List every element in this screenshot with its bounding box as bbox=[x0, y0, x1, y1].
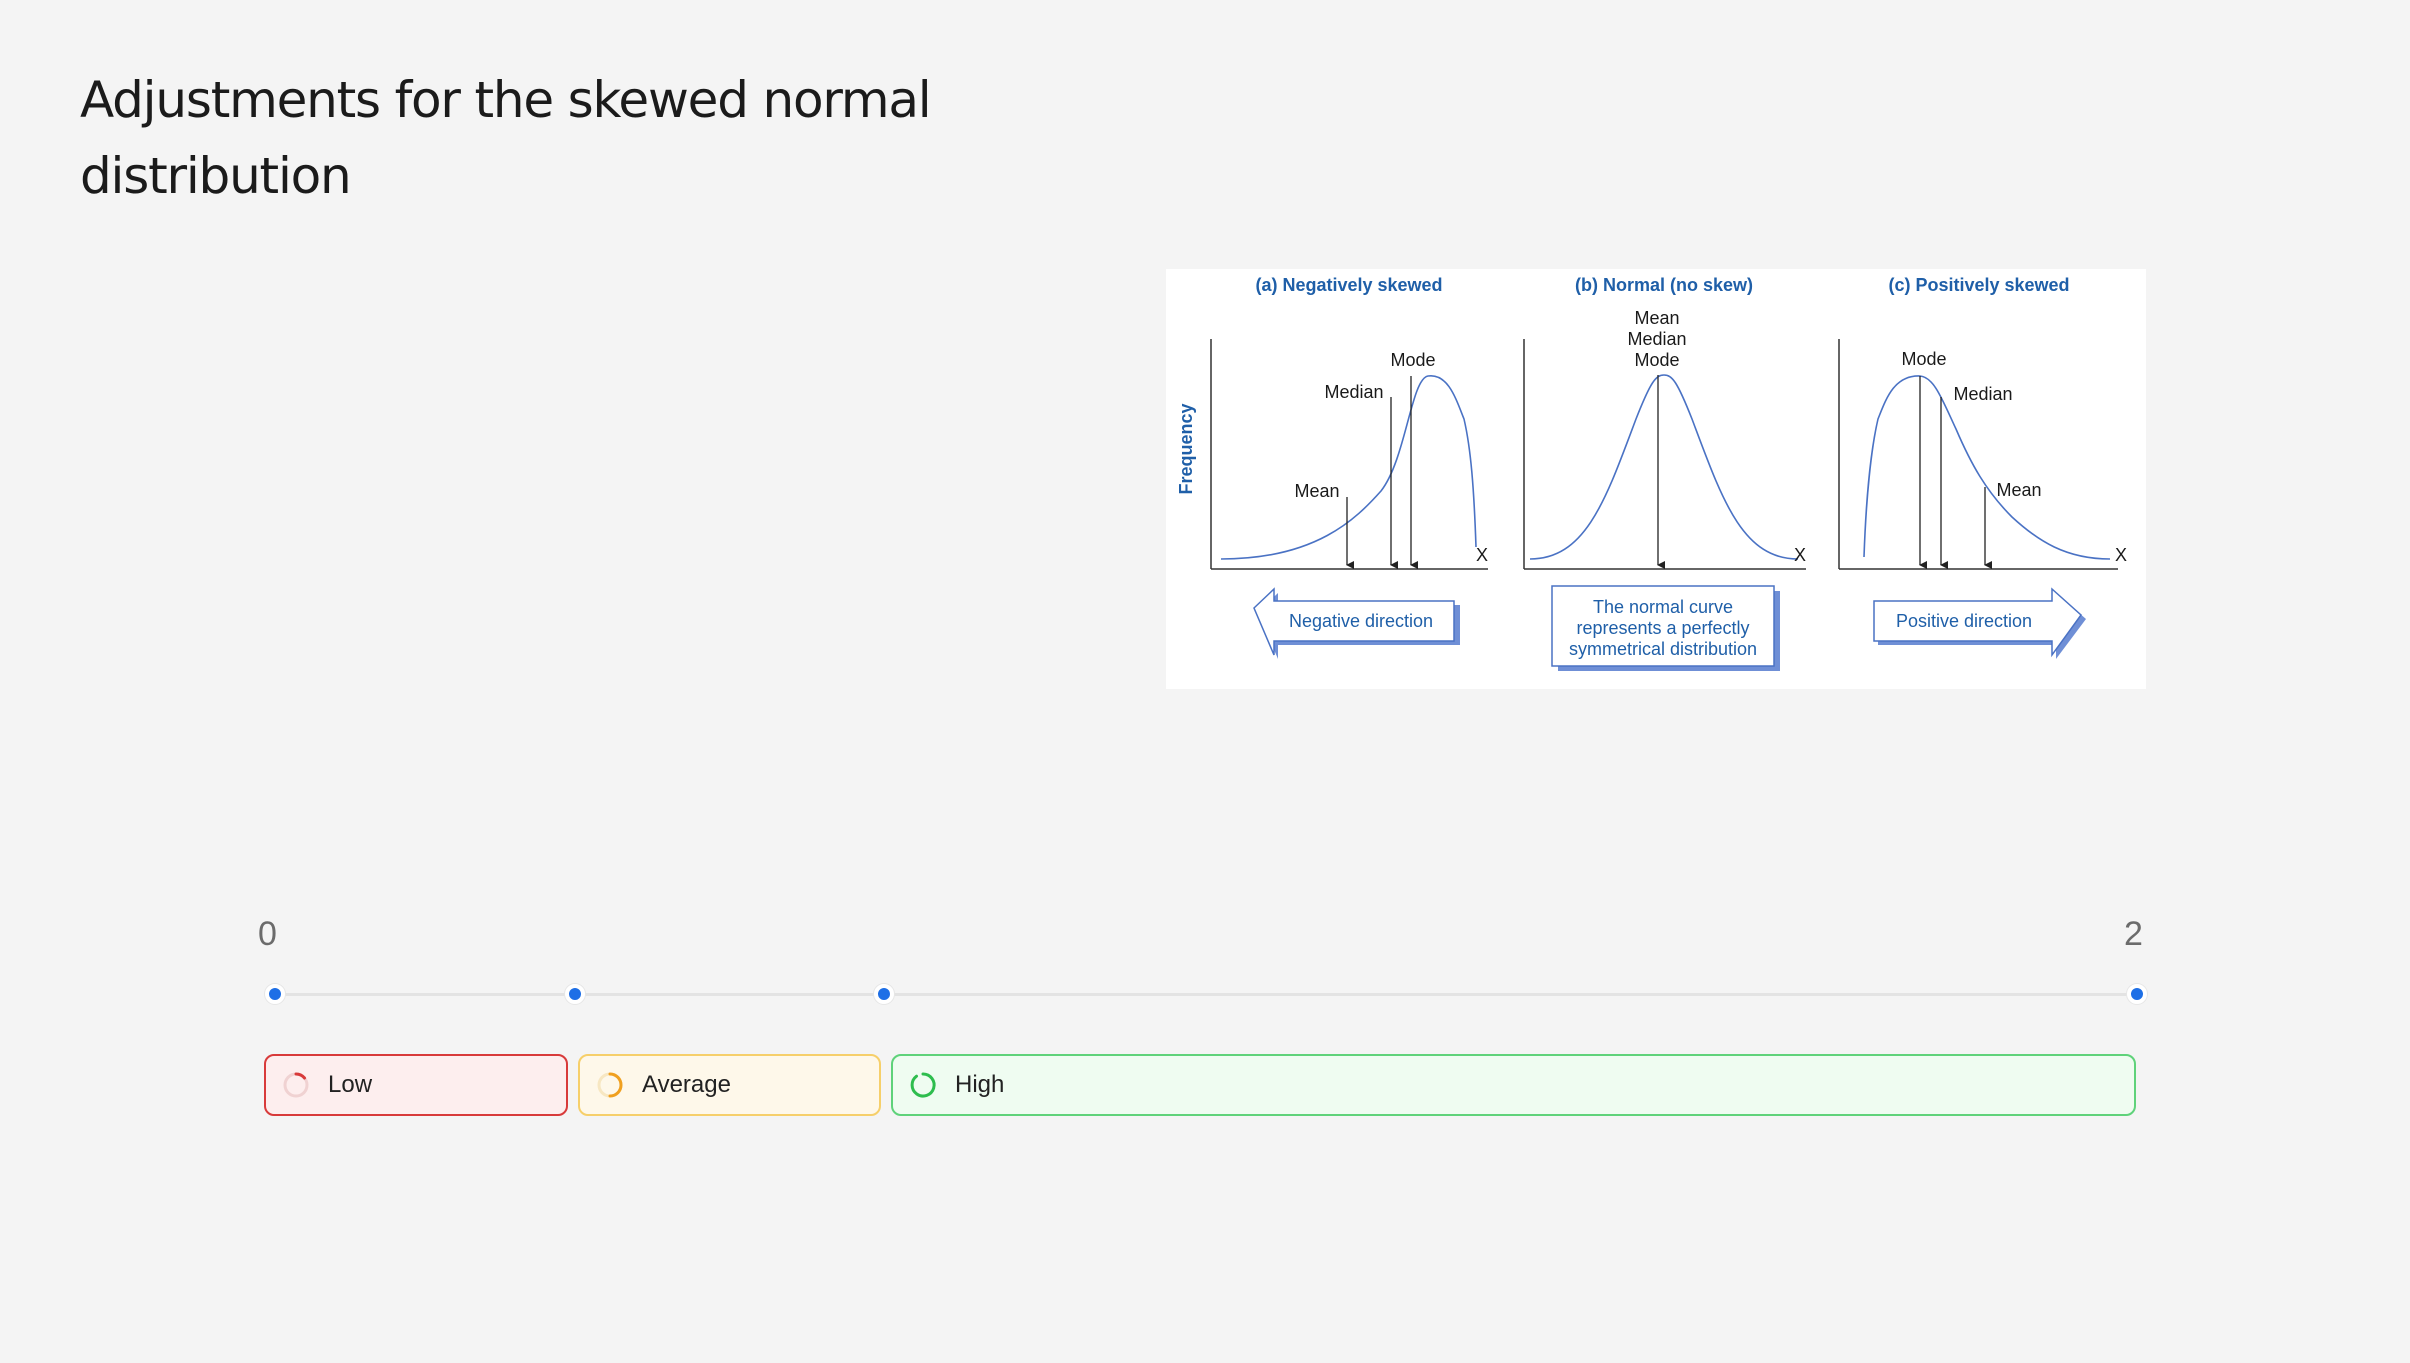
scale-dot-low-average[interactable] bbox=[565, 984, 585, 1004]
scale-max-label: 2 bbox=[2124, 915, 2143, 953]
panel-c-mean-label: Mean bbox=[1996, 480, 2041, 500]
panel-c-mode-label: Mode bbox=[1901, 349, 1946, 369]
panel-b-curve bbox=[1529, 374, 1799, 560]
skewness-figure: (a) Negatively skewed (b) Normal (no ske… bbox=[1166, 269, 2146, 689]
page-title: Adjustments for the skewed normal distri… bbox=[80, 71, 932, 205]
symmetry-callout-line-3: symmetrical distribution bbox=[1569, 639, 1757, 659]
frequency-axis-label: Frequency bbox=[1176, 403, 1196, 494]
scale-dot-average-high[interactable] bbox=[874, 984, 894, 1004]
panel-b-axes bbox=[1523, 339, 1806, 570]
panel-c-curve bbox=[1863, 375, 2111, 560]
negative-direction-arrow: Negative direction bbox=[1253, 587, 1460, 659]
panel-a-mode-label: Mode bbox=[1390, 350, 1435, 370]
panel-b-mode-label: Mode bbox=[1634, 350, 1679, 370]
symmetry-callout-line-2: represents a perfectly bbox=[1576, 618, 1749, 638]
positive-direction-label: Positive direction bbox=[1896, 611, 2032, 631]
panel-a-curve bbox=[1220, 375, 1477, 560]
scale-min-label: 0 bbox=[258, 915, 277, 953]
symmetry-callout: The normal curve represents a perfectly … bbox=[1551, 585, 1780, 671]
band-average[interactable]: Average bbox=[578, 1054, 881, 1116]
panel-b-mean-label: Mean bbox=[1634, 308, 1679, 328]
scale-dot-end[interactable] bbox=[2127, 984, 2147, 1004]
panel-c-median-label: Median bbox=[1953, 384, 2012, 404]
progress-ring-average-icon bbox=[597, 1072, 623, 1098]
band-low-label: Low bbox=[328, 1071, 373, 1098]
scale-dot-start[interactable] bbox=[265, 984, 285, 1004]
band-average-label: Average bbox=[642, 1071, 731, 1098]
scale-track bbox=[273, 993, 2135, 996]
progress-ring-low-icon bbox=[283, 1072, 309, 1098]
band-high[interactable]: High bbox=[891, 1054, 2136, 1116]
panel-a-title: (a) Negatively skewed bbox=[1255, 275, 1442, 295]
band-low[interactable]: Low bbox=[264, 1054, 568, 1116]
positive-direction-arrow: Positive direction bbox=[1873, 587, 2086, 659]
panel-a-x-label: X bbox=[1476, 545, 1488, 565]
panel-a-axes bbox=[1210, 339, 1488, 570]
panel-a-mean-label: Mean bbox=[1294, 481, 1339, 501]
progress-ring-high-icon bbox=[910, 1072, 936, 1098]
panel-c-title: (c) Positively skewed bbox=[1888, 275, 2069, 295]
band-high-label: High bbox=[955, 1071, 1005, 1098]
panel-c-x-label: X bbox=[2115, 545, 2127, 565]
panel-a-median-label: Median bbox=[1324, 382, 1383, 402]
panel-b-median-label: Median bbox=[1627, 329, 1686, 349]
symmetry-callout-line-1: The normal curve bbox=[1593, 597, 1733, 617]
panel-b-title: (b) Normal (no skew) bbox=[1575, 275, 1753, 295]
panel-b-x-label: X bbox=[1794, 545, 1806, 565]
panel-c-axes bbox=[1838, 339, 2118, 570]
skewness-diagram: (a) Negatively skewed (b) Normal (no ske… bbox=[1176, 275, 2127, 671]
negative-direction-label: Negative direction bbox=[1289, 611, 1433, 631]
